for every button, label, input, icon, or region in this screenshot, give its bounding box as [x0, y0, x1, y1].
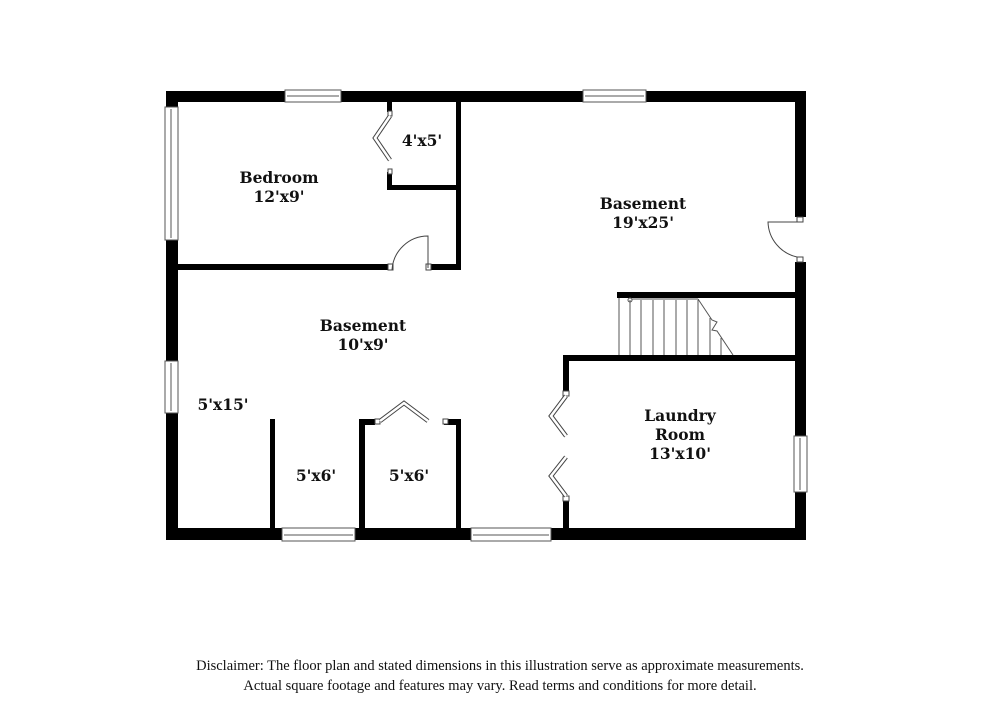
disclaimer-line-1: Disclaimer: The floor plan and stated di…: [196, 658, 804, 674]
closet-1-dimensions: 5'x6': [296, 466, 336, 485]
walls: [166, 91, 806, 540]
disclaimer: Disclaimer: The floor plan and stated di…: [0, 656, 1000, 696]
doors: [372, 110, 804, 502]
disclaimer-line-2: Actual square footage and features may v…: [243, 678, 757, 694]
basement-main-dimensions: 19'x25': [612, 213, 674, 232]
basement-small-dimensions: 10'x9': [337, 335, 388, 354]
basement-main-label: Basement: [600, 194, 687, 213]
room-labels: Bedroom 12'x9' 4'x5' Basement 19'x25' Ba…: [197, 131, 716, 485]
windows: [164, 89, 808, 542]
area-left-dimensions: 5'x15': [197, 395, 248, 414]
laundry-label-line2: Room: [655, 425, 706, 444]
closet-2-dimensions: 5'x6': [389, 466, 429, 485]
laundry-label-line1: Laundry: [644, 406, 716, 425]
closet-bedroom-dimensions: 4'x5': [402, 131, 442, 150]
laundry-dimensions: 13'x10': [649, 444, 711, 463]
bedroom-label: Bedroom: [239, 168, 319, 187]
bedroom-dimensions: 12'x9': [253, 187, 304, 206]
stairs: [618, 297, 734, 356]
basement-small-label: Basement: [320, 316, 407, 335]
